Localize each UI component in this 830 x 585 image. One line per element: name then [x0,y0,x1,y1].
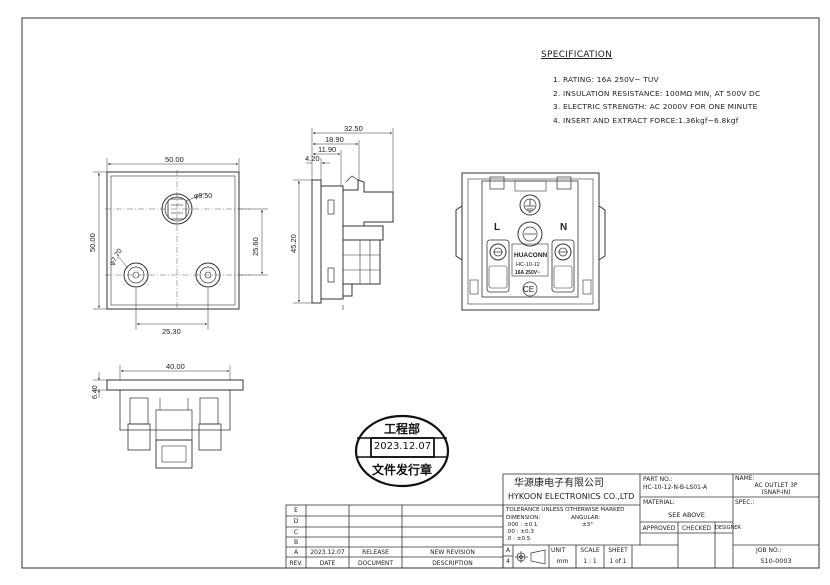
material-label: MATERIAL: [643,499,675,506]
specification-list: 1. RATING: 16A 250V~ TUV 2. INSULATION R… [553,73,760,127]
company-name-en: HYKOON ELECTRONICS CO.,LTD [508,492,635,501]
dimension-label: DIMENSION: [506,515,541,521]
revision-letter: A [293,549,299,556]
rear-label-n: N [560,222,567,233]
revision-a-document: RELEASE [362,549,389,556]
revision-a-description: NEW REVISION [430,549,475,556]
tolerance-title: TOLERANCE UNLESS OTHERWISE MARKED [506,507,625,513]
part-no-label: PART NO.: [643,476,673,483]
job-no-value: S10-0003 [760,557,792,565]
rear-view [455,172,606,311]
revision-header-date: DATE [319,560,336,567]
sheet-label: SHEET [608,547,628,554]
dim-side-depth: 32.50 [344,124,363,133]
unit-value: mm [556,558,569,565]
angular-value: ±3° [582,522,594,528]
rear-brand: HUACONN [514,252,548,259]
stamp-dept: 工程部 [383,422,420,436]
tol-row: .000 : ±0.1 [506,522,538,528]
front-view [105,170,250,310]
front-view-dimensions [93,158,268,330]
dim-bottom-width: 40.00 [166,362,185,371]
revision-letter: B [293,539,299,546]
dim-side-d3: 4.20 [305,154,320,163]
spec-label: SPEC.: [735,499,755,506]
name-line1: AC OUTLET 3P [754,482,798,489]
revision-letter: E [294,507,298,514]
revision-a-date: 2023.12.07 [310,549,345,556]
spec-item: 2. INSULATION RESISTANCE: 100MΩ MIN, AT … [553,88,761,98]
title-block-grid [502,473,820,569]
approval-stamp [354,414,450,488]
dim-pin-hspacing: 25.30 [162,327,181,336]
dim-front-width: 50.00 [165,155,184,164]
revision-letter: C [293,529,299,536]
dim-front-height: 50.00 [88,233,97,252]
projection-symbol-icon [515,549,546,565]
scale-value: 1 : 1 [583,558,597,565]
specification-title: SPECIFICATION [541,50,613,60]
side-view [311,175,394,310]
tol-row: .00 : ±0.3 [506,529,534,535]
revision-table-grid [285,504,504,569]
part-no-value: HC-10-12-N-B-LS01-A [643,484,708,491]
rear-rating: 16A 250V~ [515,270,540,276]
side-view-dimensions [293,128,394,304]
spec-item: 1. RATING: 16A 250V~ TUV [553,75,659,84]
company-name-cn: 华源康电子有限公司 [514,478,604,489]
name-line2: (SNAP-IN) [761,489,791,496]
approved-label: APPROVED [642,525,676,532]
designer-label: DESIGNER [715,525,741,531]
checked-label: CHECKED [681,525,712,532]
tol-row: .0 : ±0.5 [506,536,531,542]
bottom-view [106,379,244,469]
revision-header-description: DESCRIPTION [432,560,473,567]
sheet-value: 1 of 1 [609,558,627,565]
dim-pin-vspacing: 25.60 [251,237,260,256]
dim-bottom-height: 6.40 [92,385,99,399]
angular-label: ANGULAR: [571,515,601,521]
stamp-purpose: 文件发行章 [371,463,432,477]
rear-model: HC-10-12 [516,262,540,268]
rear-ce-mark: CE [523,285,534,294]
bottom-view-dimensions [93,365,231,398]
size-a: A [505,547,511,554]
spec-item: 4. INSERT AND EXTRACT FORCE:1.36kgf~6.8k… [553,115,739,125]
dim-side-height: 45.20 [289,234,298,253]
rear-label-l: L [494,222,500,233]
revision-letter: D [293,518,299,525]
material-value: SEE ABOVE [668,511,705,519]
job-no-label: JOB NO.: [756,547,782,554]
dim-side-d2: 11.90 [318,145,336,154]
spec-item: 3. ELECTRIC STRENGTH: AC 2000V FOR ONE M… [553,102,758,111]
scale-label: SCALE [580,547,600,554]
stamp-date: 2023.12.07 [373,441,432,452]
dim-side-d1: 18.90 [325,135,344,144]
name-label: NAME: [735,475,755,482]
revision-header-document: DOCUMENT [357,560,394,567]
revision-header-rev: REV. [289,560,303,567]
dim-hole-dia: φ9.50 [194,193,212,200]
unit-label: UNIT [551,547,566,554]
size-4: 4 [506,558,510,565]
